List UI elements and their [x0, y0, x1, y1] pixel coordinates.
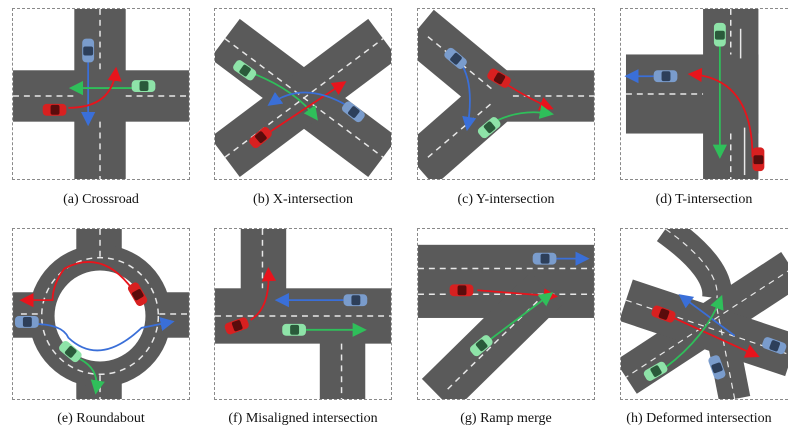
car-red-icon [42, 103, 67, 116]
deformed-intersection-diagram [621, 229, 788, 399]
x-intersection-diagram [215, 18, 391, 178]
panel-deformed-intersection [620, 228, 788, 400]
ramp-merge-diagram [418, 244, 594, 399]
caption-h: (h) Deformed intersection [626, 411, 772, 426]
caption-c: (c) Y-intersection [457, 192, 555, 207]
panel-t-intersection [620, 8, 788, 180]
caption-b: (b) X-intersection [253, 192, 353, 207]
caption-e: (e) Roundabout [57, 411, 145, 426]
car-green-icon [713, 22, 726, 47]
roundabout-diagram [13, 229, 189, 399]
y-intersection-diagram [418, 9, 594, 179]
car-blue-icon [343, 294, 368, 307]
panel-crossroad [12, 8, 190, 180]
caption-a: (a) Crossroad [63, 192, 139, 207]
misaligned-intersection-diagram [215, 229, 391, 399]
caption-d: (d) T-intersection [655, 192, 753, 207]
car-blue-icon [15, 315, 39, 328]
car-green-icon [131, 80, 156, 93]
t-intersection-diagram [624, 9, 765, 179]
car-red-icon [752, 147, 765, 172]
car-blue-icon [653, 70, 678, 83]
panel-misaligned-intersection [214, 228, 392, 400]
car-green-icon [282, 323, 306, 336]
car-blue-icon [532, 252, 557, 265]
car-red-icon [449, 284, 474, 297]
panel-y-intersection [417, 8, 595, 180]
crossroad-diagram [13, 9, 189, 179]
panel-x-intersection [214, 8, 392, 180]
caption-f: (f) Misaligned intersection [228, 411, 378, 426]
car-blue-icon [82, 38, 95, 63]
panel-roundabout [12, 228, 190, 400]
caption-g: (g) Ramp merge [460, 411, 552, 426]
panel-ramp-merge [417, 228, 595, 400]
